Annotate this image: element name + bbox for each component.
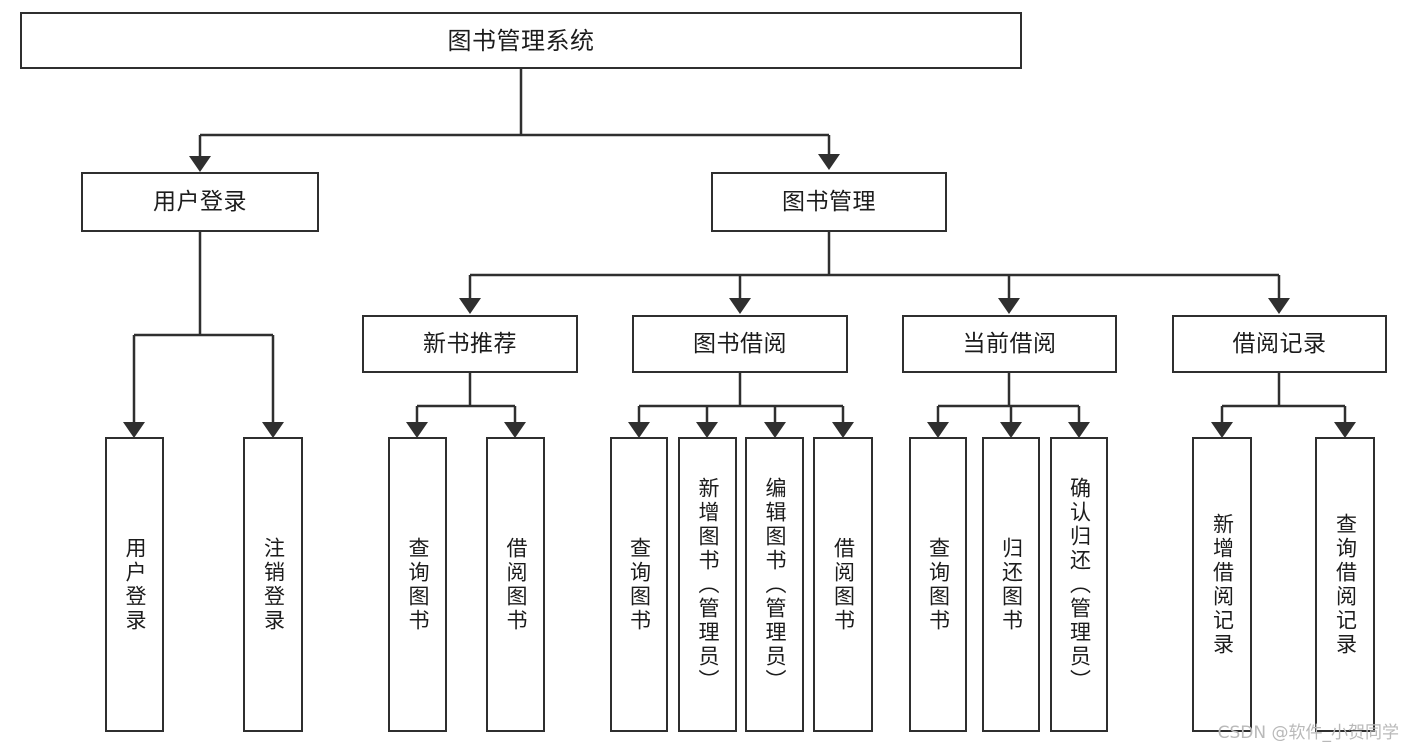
node-label: 当前借阅 (962, 330, 1057, 357)
node-label: 图书管理 (782, 188, 876, 215)
watermark-text: CSDN @软件_小贺同学 (1217, 723, 1399, 743)
node-label: 新增图书（管理员） (696, 476, 720, 693)
node-label: 借阅图书 (504, 536, 528, 633)
node-label: 用户登录 (153, 188, 247, 215)
leaf-recommend-query-book[interactable]: 查询图书 (388, 437, 447, 732)
node-label: 注销登录 (261, 536, 286, 633)
node-new-book-recommend[interactable]: 新书推荐 (362, 315, 578, 373)
leaf-borrow-query-book[interactable]: 查询图书 (610, 437, 668, 732)
leaf-borrow-edit-book-admin[interactable]: 编辑图书（管理员） (745, 437, 804, 732)
node-label: 用户登录 (123, 536, 147, 633)
node-label: 查询图书 (926, 536, 951, 633)
node-label: 借阅图书 (831, 536, 856, 633)
node-label: 图书管理系统 (447, 26, 595, 55)
node-label: 确认归还（管理员） (1067, 476, 1092, 693)
leaf-user-logout[interactable]: 注销登录 (243, 437, 303, 732)
node-label: 新增借阅记录 (1210, 512, 1235, 657)
node-current-borrow[interactable]: 当前借阅 (902, 315, 1117, 373)
node-book-borrow[interactable]: 图书借阅 (632, 315, 848, 373)
leaf-borrow-add-book-admin[interactable]: 新增图书（管理员） (678, 437, 737, 732)
node-label: 借阅记录 (1232, 330, 1327, 357)
leaf-recommend-borrow-book[interactable]: 借阅图书 (486, 437, 545, 732)
node-label: 图书借阅 (693, 330, 787, 357)
node-user-login[interactable]: 用户登录 (81, 172, 319, 232)
node-label: 新书推荐 (423, 330, 517, 357)
leaf-user-login[interactable]: 用户登录 (105, 437, 164, 732)
leaf-record-add[interactable]: 新增借阅记录 (1192, 437, 1252, 732)
node-label: 查询借阅记录 (1333, 512, 1358, 657)
node-borrow-record[interactable]: 借阅记录 (1172, 315, 1387, 373)
node-label: 查询图书 (627, 536, 652, 633)
node-book-management[interactable]: 图书管理 (711, 172, 947, 232)
node-label: 归还图书 (999, 536, 1024, 633)
leaf-current-query-book[interactable]: 查询图书 (909, 437, 967, 732)
node-label: 编辑图书（管理员） (763, 476, 787, 693)
node-label: 查询图书 (406, 536, 430, 633)
node-root-system[interactable]: 图书管理系统 (20, 12, 1022, 69)
leaf-current-confirm-return-admin[interactable]: 确认归还（管理员） (1050, 437, 1108, 732)
leaf-current-return-book[interactable]: 归还图书 (982, 437, 1040, 732)
leaf-borrow-borrow-book[interactable]: 借阅图书 (813, 437, 873, 732)
leaf-record-query[interactable]: 查询借阅记录 (1315, 437, 1375, 732)
